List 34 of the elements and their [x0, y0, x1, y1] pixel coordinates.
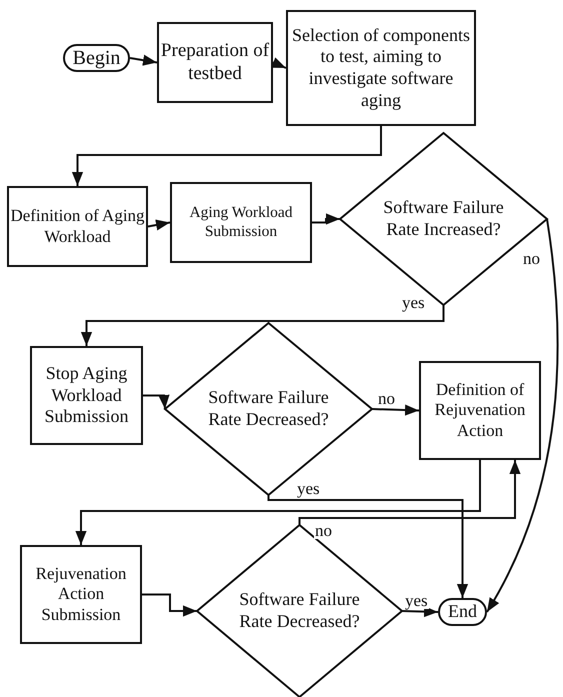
- node-text: Aging Workload Submission: [188, 204, 294, 242]
- node-text: Software Failure Rate Decreased?: [207, 387, 330, 431]
- arrow: [72, 126, 382, 186]
- arrow: [75, 460, 481, 545]
- node-text: Software Failure Rate Decreased?: [238, 589, 361, 633]
- process-box: [20, 545, 142, 644]
- node-text: Definition of Rejuvenation Action: [434, 380, 526, 442]
- process-box: [30, 346, 143, 445]
- process-box: [170, 182, 312, 263]
- process-box: [286, 10, 476, 126]
- arrow: [372, 404, 420, 416]
- arrow: [130, 54, 158, 66]
- end-terminal: [438, 598, 487, 626]
- arrow: [402, 606, 438, 618]
- node-text: Preparation of testbed: [160, 40, 270, 86]
- process-box: [419, 361, 541, 460]
- node-text: Selection of components to test, aiming to investigate software aging: [291, 24, 471, 112]
- arrow: [148, 220, 170, 231]
- node-text: Definition of Aging Workload: [9, 206, 146, 247]
- arrow: [142, 594, 197, 617]
- node-text: End: [448, 601, 477, 623]
- arrow: [298, 460, 521, 525]
- arrow: [80, 305, 444, 346]
- node-text: Rejuvenation Action Submission: [34, 564, 128, 626]
- process-box: [157, 22, 273, 103]
- process-box: [7, 186, 148, 267]
- arrow: [143, 394, 170, 410]
- arrow: [486, 218, 558, 612]
- arrow: [268, 495, 468, 598]
- node-text: Begin: [72, 46, 120, 70]
- node-text: Stop Aging Workload Submission: [43, 363, 130, 428]
- start-terminal: [63, 44, 130, 72]
- node-text: Software Failure Rate Increased?: [382, 197, 505, 241]
- arrow: [312, 213, 340, 225]
